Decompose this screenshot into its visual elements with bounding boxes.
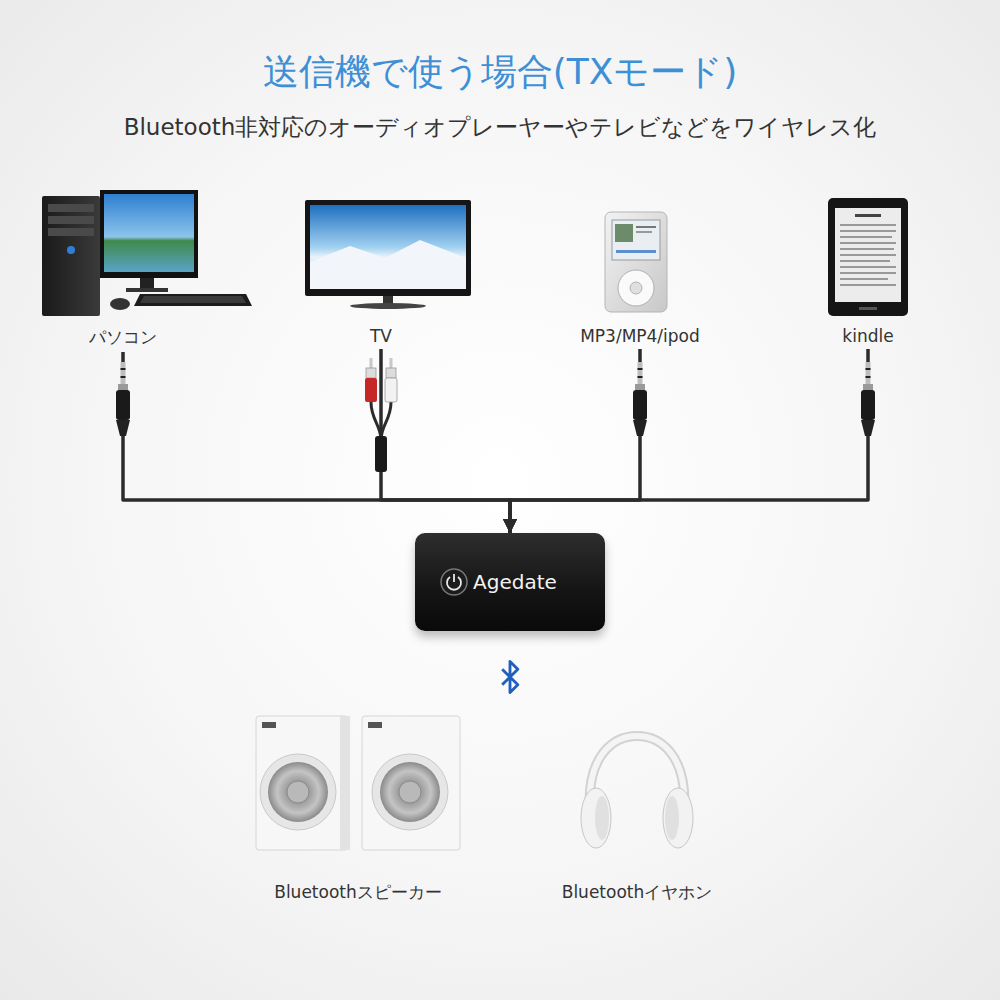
source-device: MP3/MP4/ipod xyxy=(560,185,720,349)
device-label: MP3/MP4/ipod xyxy=(580,326,700,346)
rca-plugs xyxy=(365,358,397,472)
audio-plug xyxy=(633,362,647,436)
device-label: kindle xyxy=(842,326,893,346)
source-device: kindle xyxy=(801,185,935,349)
speaker-illustration xyxy=(256,716,460,850)
kindle-illustration xyxy=(828,198,908,316)
source-device: パソコン xyxy=(40,185,206,352)
output-device: Bluetoothスピーカー xyxy=(238,712,478,907)
headphone-illustration xyxy=(581,736,693,848)
subtitle: Bluetooth非対応のオーディオプレーヤーやテレビなどをワイヤレス化 xyxy=(20,112,980,143)
device-label: パソコン xyxy=(89,326,157,349)
audio-plug xyxy=(861,362,875,436)
device-name: Agedate xyxy=(473,570,557,594)
diagram-title: 送信機で使う場合(TXモード) xyxy=(0,48,1000,97)
source-device: TV xyxy=(298,185,464,349)
device-label: Bluetoothスピーカー xyxy=(274,881,442,904)
pc-illustration xyxy=(42,190,252,316)
device-label: TV xyxy=(370,326,392,346)
audio-cable xyxy=(381,349,510,533)
tv-illustration xyxy=(305,200,471,309)
audio-cable xyxy=(510,349,640,533)
bluetooth-symbol xyxy=(502,661,518,692)
power-icon xyxy=(439,567,469,597)
output-device: Bluetoothイヤホン xyxy=(530,712,745,907)
ipod-illustration xyxy=(605,212,667,312)
audio-cable xyxy=(123,352,510,533)
audio-cable xyxy=(510,349,868,533)
transmitter-box: Agedate xyxy=(415,533,605,631)
audio-plug xyxy=(116,362,130,436)
device-label: Bluetoothイヤホン xyxy=(562,881,713,904)
